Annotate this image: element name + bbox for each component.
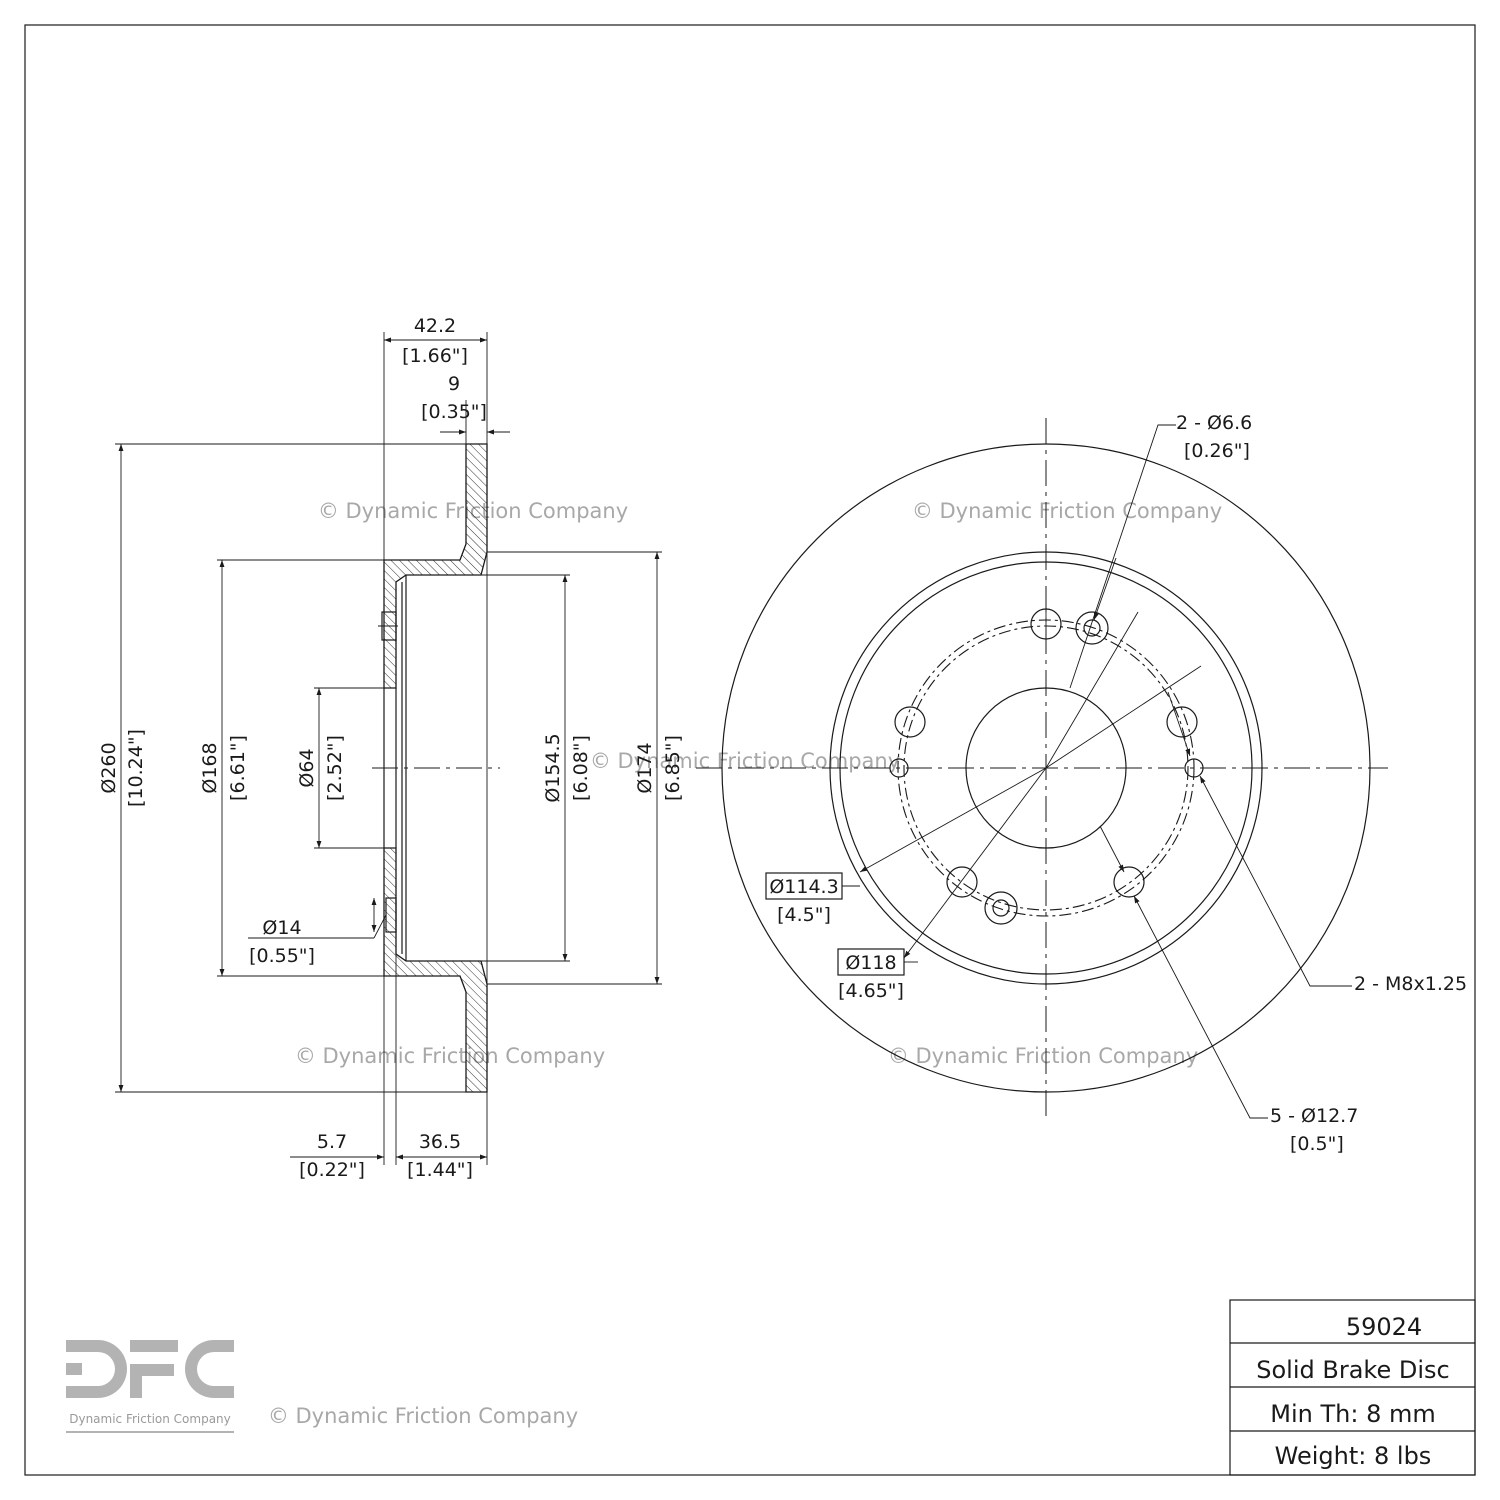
dim-hat-inner-diameter-in: [6.08"]: [570, 735, 592, 801]
dfc-logo: Dynamic Friction Company: [66, 1340, 234, 1433]
dim-174-diameter-in: [6.85"]: [662, 735, 684, 801]
min-thickness: Min Th: 8 mm: [1270, 1400, 1435, 1428]
weight: Weight: 8 lbs: [1275, 1442, 1432, 1470]
dim-hat-inner-diameter: Ø154.5: [542, 733, 564, 802]
label-bolt-circle-in: [4.5"]: [777, 904, 831, 926]
lug-holes: [894, 604, 1198, 898]
disc-outer-edge: [721, 443, 1371, 1093]
hat-inner-circle: [839, 561, 1253, 975]
lug-hole: [894, 706, 926, 738]
center-bore: [965, 687, 1127, 849]
dim-hat-diameter: Ø168: [199, 742, 221, 793]
dim-hat-depth-in: [1.44"]: [407, 1159, 473, 1181]
dim-overall-width-in: [1.66"]: [402, 345, 468, 367]
dim-center-bore-in: [2.52"]: [324, 735, 346, 801]
watermark-text: © Dynamic Friction Company: [295, 1044, 605, 1068]
label-lug-holes: 5 - Ø12.7: [1270, 1105, 1358, 1127]
dim-rotor-thickness-in: [0.35"]: [421, 401, 487, 423]
logo-caption: Dynamic Friction Company: [69, 1412, 231, 1426]
front-view: 2 - Ø6.6 [0.26"] 2 - M8x1.25 5 - Ø12.7 […: [696, 412, 1467, 1155]
watermark-text: © Dynamic Friction Company: [590, 749, 900, 773]
dim-outer-diameter-in: [10.24"]: [125, 729, 147, 807]
title-block: 59024 Solid Brake Disc Min Th: 8 mm Weig…: [1229, 1299, 1476, 1476]
dim-center-bore: Ø64: [296, 748, 318, 787]
hat-outer-circle: [829, 551, 1263, 985]
threaded-holes: [889, 758, 1204, 778]
watermark-text: © Dynamic Friction Company: [888, 1044, 1198, 1068]
dim-hat-diameter-in: [6.61"]: [227, 735, 249, 801]
label-pitch-circle-in: [4.65"]: [838, 980, 904, 1002]
label-locating-holes: 2 - Ø6.6: [1176, 412, 1252, 434]
dim-overall-width: 42.2: [414, 315, 456, 337]
lug-hole: [1113, 866, 1145, 898]
dim-hat-offset-in: [0.22"]: [299, 1159, 365, 1181]
label-threaded-holes: 2 - M8x1.25: [1354, 973, 1467, 995]
drawing-frame: [24, 24, 1476, 1476]
watermark-text: © Dynamic Friction Company: [912, 499, 1222, 523]
part-description: Solid Brake Disc: [1256, 1356, 1449, 1384]
section-upper: [383, 443, 488, 689]
dim-outer-diameter: Ø260: [98, 742, 120, 793]
dim-174-diameter: Ø174: [634, 742, 656, 793]
dim-hole-14-in: [0.55"]: [249, 945, 315, 967]
side-section-view: 42.2 [1.66"] 9 [0.35"] Ø260 [10.24"] Ø16…: [98, 315, 684, 1181]
dim-hat-offset: 5.7: [317, 1131, 347, 1153]
label-lug-holes-in: [0.5"]: [1290, 1133, 1344, 1155]
dim-rotor-thickness: 9: [448, 373, 460, 395]
dim-hole-14: Ø14: [262, 917, 301, 939]
dim-hat-depth: 36.5: [419, 1131, 461, 1153]
label-locating-holes-in: [0.26"]: [1184, 440, 1250, 462]
lug-hole: [946, 866, 978, 898]
part-number: 59024: [1346, 1313, 1422, 1341]
label-bolt-circle: Ø114.3: [769, 876, 838, 898]
locating-holes: [984, 611, 1109, 925]
lug-hole: [1166, 706, 1198, 738]
label-pitch-circle: Ø118: [845, 952, 896, 974]
watermark-text: © Dynamic Friction Company: [268, 1404, 578, 1428]
